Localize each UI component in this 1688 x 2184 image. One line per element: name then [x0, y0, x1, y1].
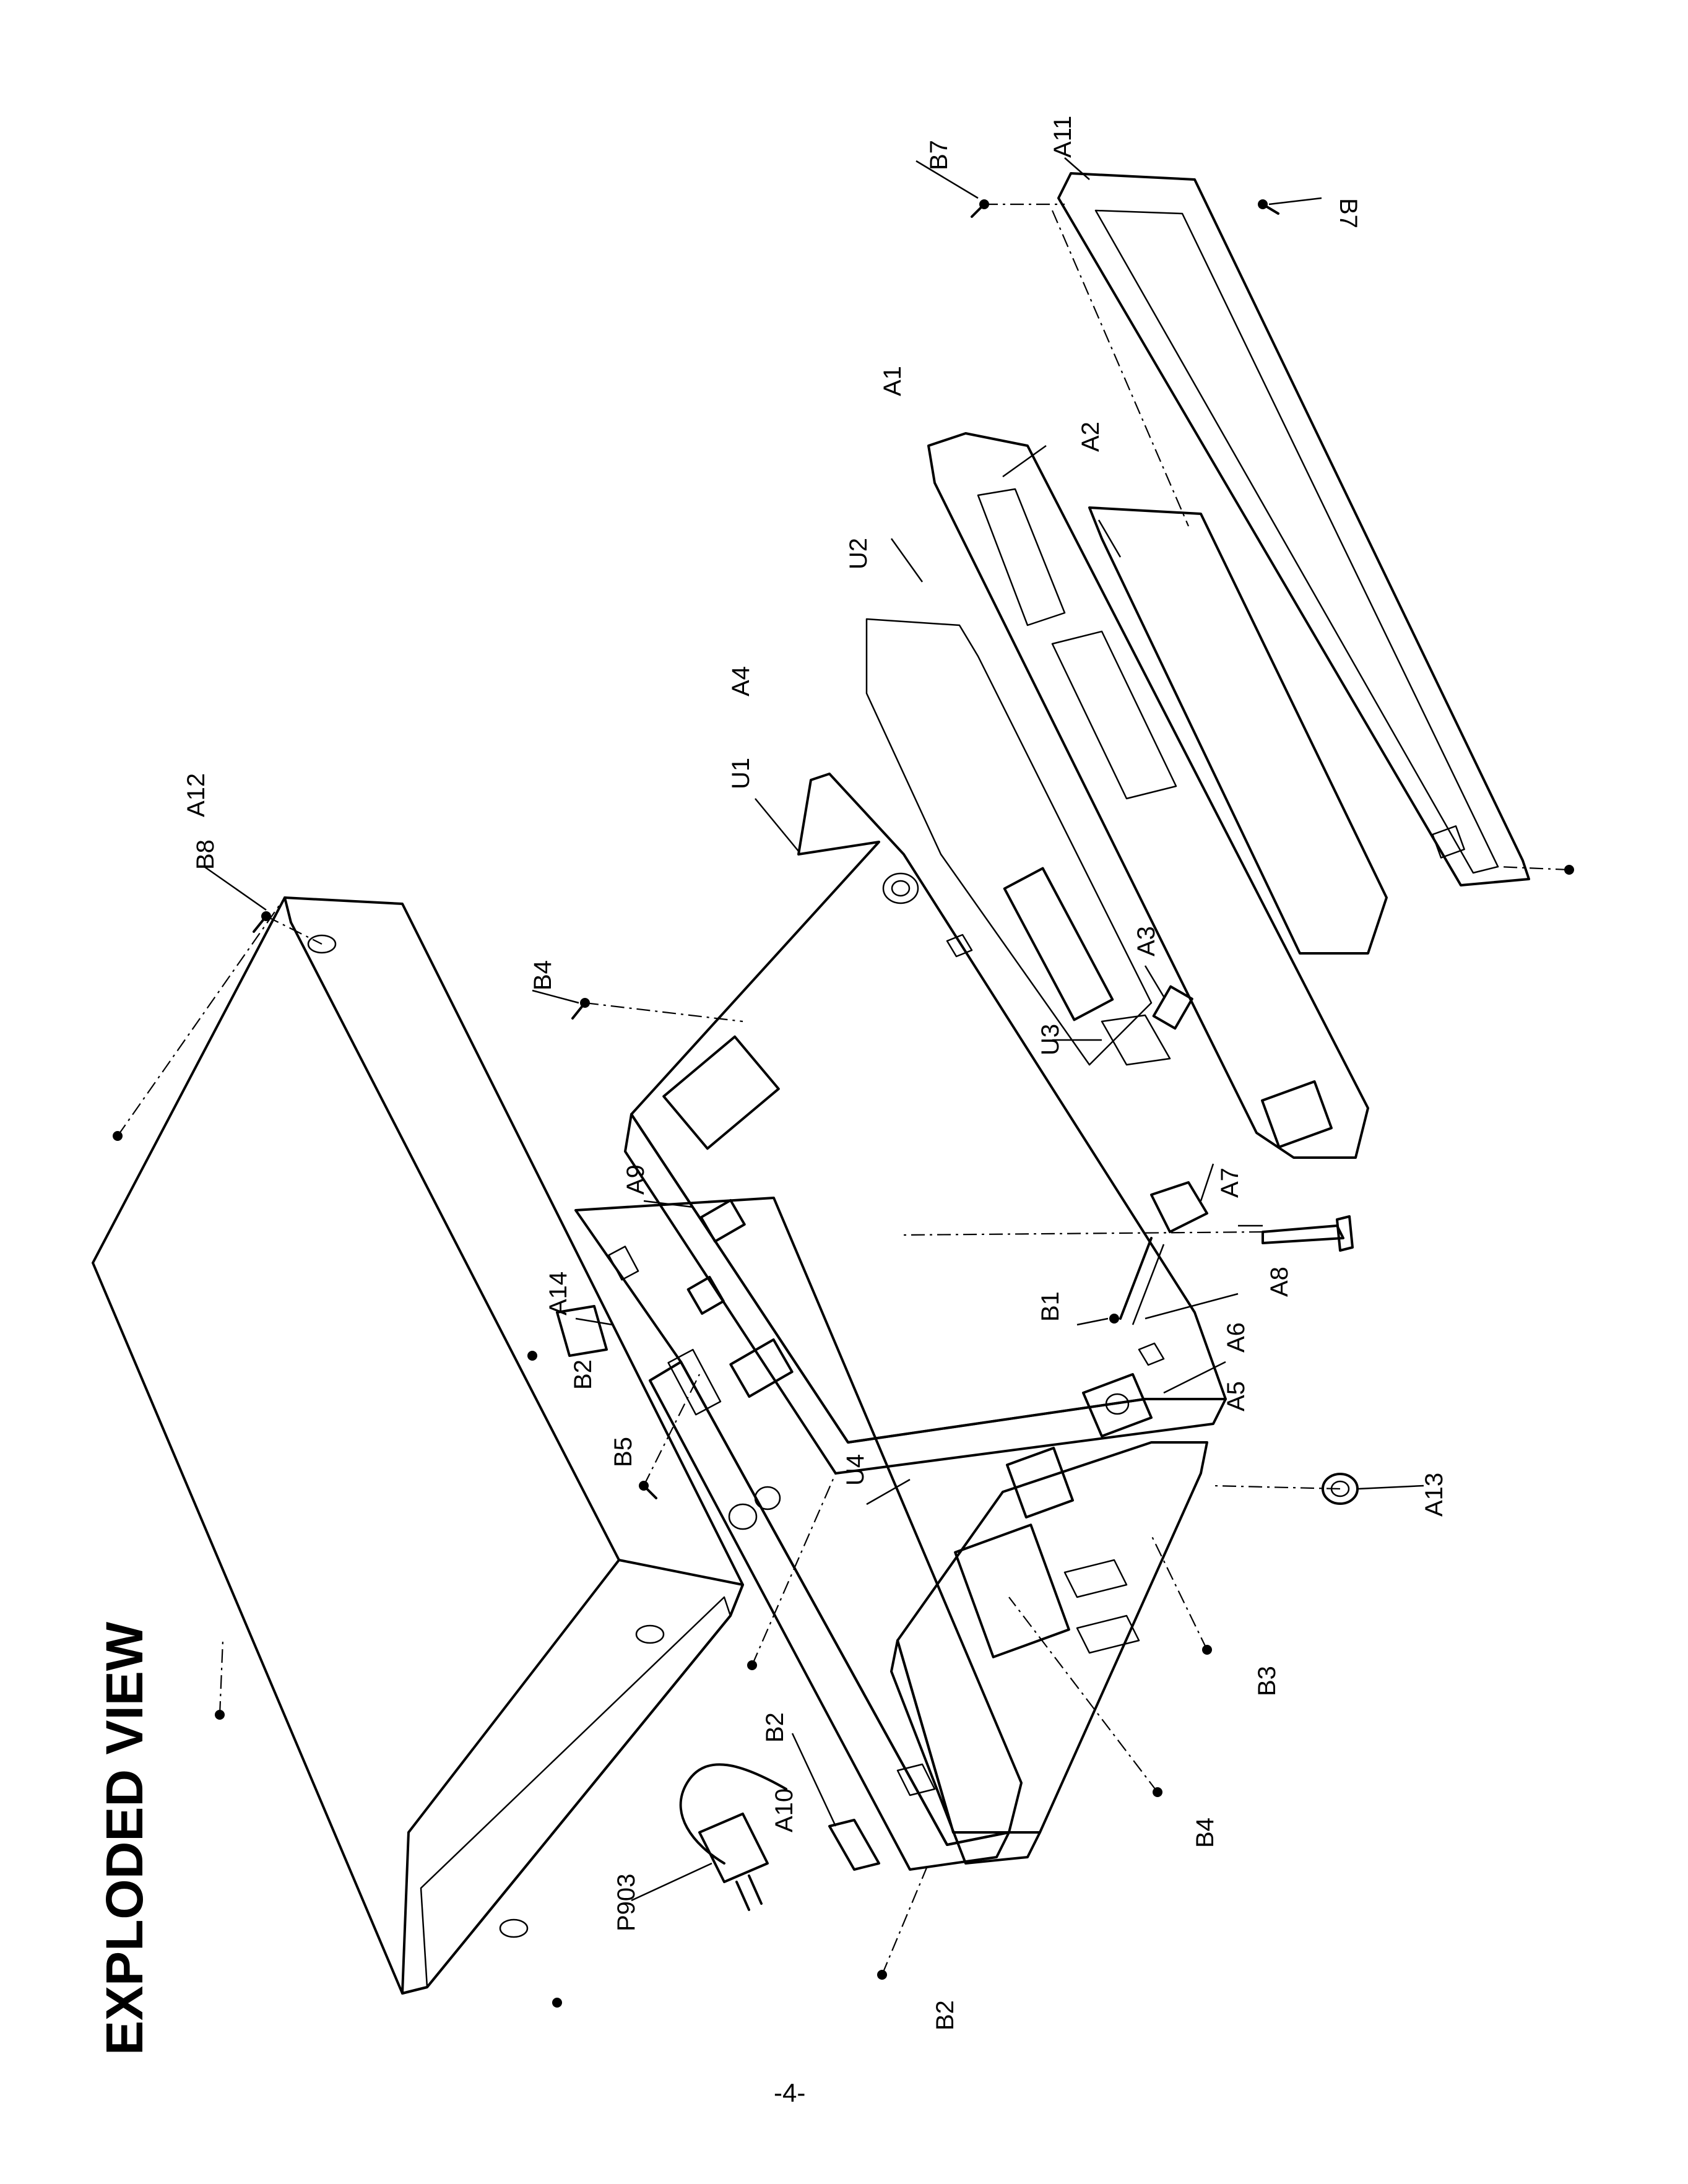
label-a9: A9 — [622, 1164, 649, 1195]
label-b5: B5 — [610, 1437, 637, 1467]
switch-board-u3 — [1101, 1014, 1171, 1066]
assembly-lines — [117, 203, 1570, 1975]
label-a1: A1 — [879, 366, 906, 396]
label-b8: B8 — [192, 839, 219, 870]
label-u1: U1 — [727, 758, 755, 789]
label-a6: A6 — [1223, 1322, 1250, 1353]
display-pcb-u2 — [865, 618, 1153, 1066]
label-b2-middle: B2 — [761, 1712, 789, 1743]
cord-holder-a10 — [828, 1819, 880, 1871]
leader-lines — [204, 157, 1424, 1902]
label-b4-bottom: B4 — [1192, 1818, 1219, 1848]
label-a12: A12 — [183, 773, 210, 817]
power-board-u4 — [890, 1441, 1208, 1865]
label-a3: A3 — [1133, 926, 1160, 956]
screw-b7-right — [1258, 199, 1279, 215]
label-p903: P903 — [613, 1874, 640, 1931]
power-cord-p903 — [679, 1763, 787, 1911]
label-u2: U2 — [845, 538, 872, 570]
label-a8: A8 — [1266, 1267, 1293, 1297]
label-a13: A13 — [1421, 1473, 1448, 1517]
label-u4: U4 — [842, 1454, 869, 1486]
switch-bracket-a3 — [1152, 985, 1193, 1030]
label-a11: A11 — [1049, 116, 1076, 158]
page-number: -4- — [774, 2078, 805, 2107]
screw-cover-right — [552, 1998, 562, 2008]
screw-b5 — [639, 1481, 657, 1499]
front-subchassis-a1 — [927, 432, 1369, 1159]
bushing-a5 — [1082, 1373, 1153, 1437]
label-u3: U3 — [1037, 1024, 1064, 1055]
chassis-a4 — [624, 773, 1227, 1475]
label-a2: A2 — [1077, 422, 1104, 452]
display-window-a2 — [1088, 506, 1388, 955]
knob-a7 — [1150, 1181, 1208, 1233]
label-a5: A5 — [1223, 1381, 1250, 1411]
clamp-a14 — [556, 1305, 608, 1357]
screw-b1 — [1109, 1314, 1119, 1324]
page-title: EXPLODED VIEW — [95, 1621, 154, 2055]
screw-b7-left — [971, 199, 989, 218]
screw-b4-top — [571, 998, 590, 1020]
top-cover-a12 — [92, 896, 744, 1995]
label-b3: B3 — [1253, 1666, 1281, 1696]
spacer-a8 — [1262, 1215, 1354, 1252]
label-a14: A14 — [545, 1272, 572, 1315]
label-b2-lower: B2 — [932, 2000, 959, 2030]
label-b2-upper: B2 — [569, 1359, 597, 1390]
screw-b2-upper — [527, 1351, 537, 1361]
label-b1: B1 — [1037, 1291, 1064, 1322]
label-b4-top: B4 — [529, 960, 556, 990]
push-rod-a6 — [1119, 1237, 1165, 1325]
label-b7-right: B7 — [1335, 198, 1362, 228]
front-panel-a11 — [1057, 172, 1530, 886]
label-a4: A4 — [727, 666, 755, 696]
label-a7: A7 — [1216, 1168, 1244, 1198]
label-a10: A10 — [771, 1788, 798, 1832]
label-b7-left: B7 — [925, 140, 953, 170]
rear-panel-a9 — [574, 1197, 1023, 1871]
